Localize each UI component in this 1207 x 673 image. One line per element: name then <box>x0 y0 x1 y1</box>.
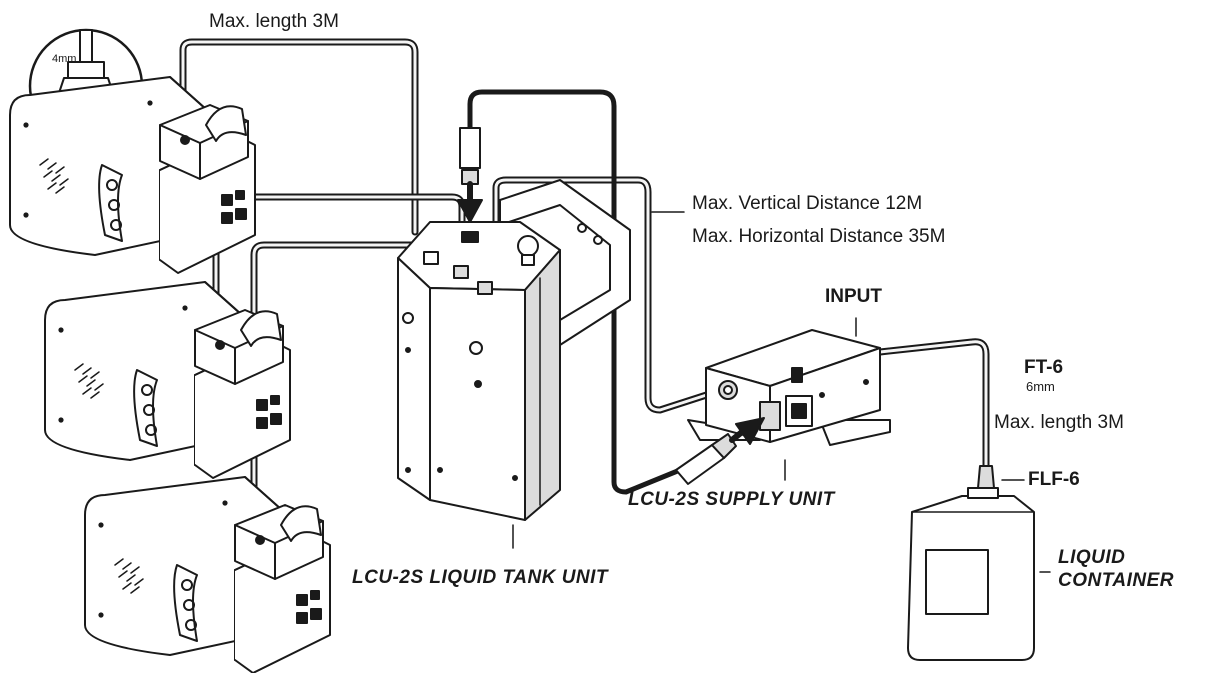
signal-plug-top <box>457 127 483 223</box>
label-max-length-top: Max. length 3M <box>209 11 339 32</box>
label-liquid-container-line2: CONTAINER <box>1058 570 1175 591</box>
supply-unit <box>687 317 891 481</box>
fog-machine-top <box>9 76 256 274</box>
liquid-container <box>907 465 1051 661</box>
label-liquid-container: LIQUID CONTAINER <box>1058 546 1174 592</box>
label-ft6-size: 6mm <box>1026 379 1055 394</box>
label-magnifier-size: 4mm <box>52 53 77 65</box>
label-liquid-container-line1: LIQUID <box>1058 547 1126 568</box>
label-flf6: FLF-6 <box>1028 469 1080 490</box>
label-supply-unit: LCU-2S SUPPLY UNIT <box>628 489 835 510</box>
label-tank-unit: LCU-2S LIQUID TANK UNIT <box>352 567 609 588</box>
signal-plug-supply <box>675 417 765 485</box>
fog-machine-bottom <box>84 476 331 673</box>
label-max-horizontal: Max. Horizontal Distance 35M <box>692 226 946 247</box>
signal-cable <box>467 89 683 495</box>
hose-supply-to-container <box>876 338 990 470</box>
label-max-vertical: Max. Vertical Distance 12M <box>692 193 923 214</box>
label-max-length-right: Max. length 3M <box>994 412 1124 433</box>
label-ft6: FT-6 <box>1024 357 1064 378</box>
label-input: INPUT <box>825 286 882 307</box>
liquid-tank-unit <box>397 179 631 549</box>
